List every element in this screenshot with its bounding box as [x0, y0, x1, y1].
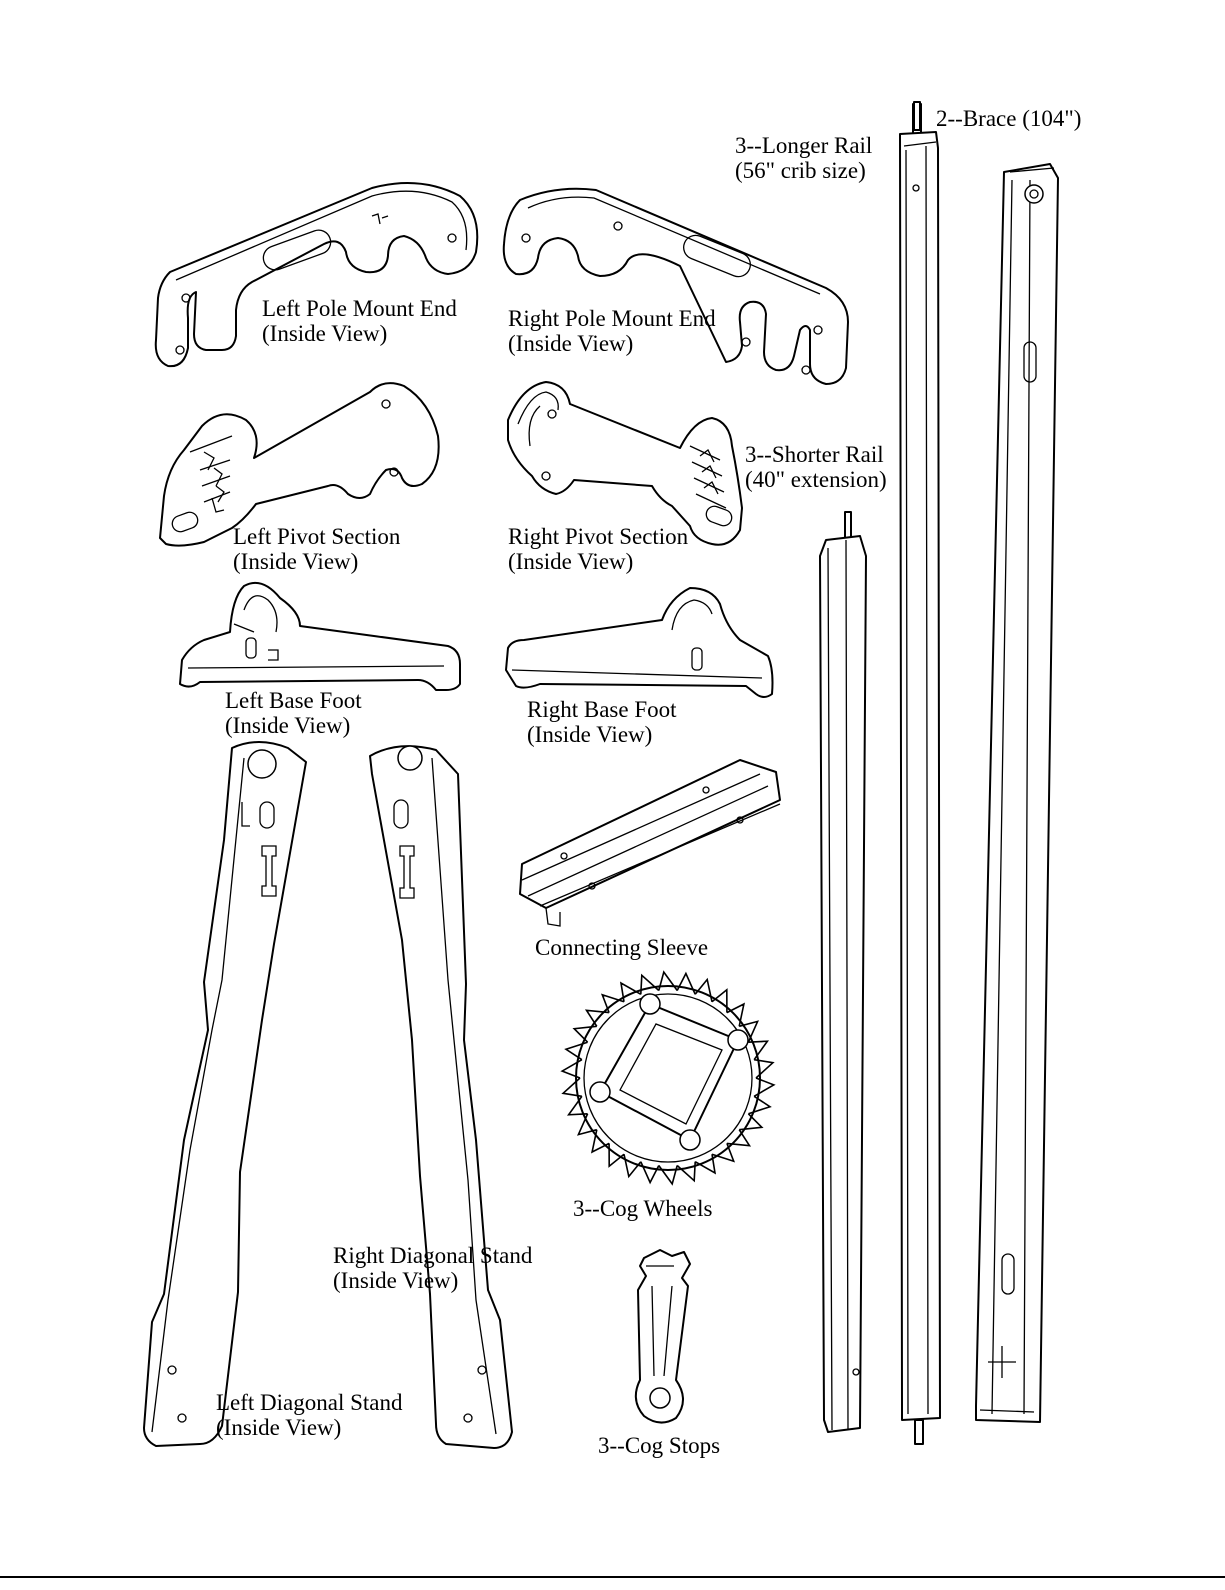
connecting-sleeve-part	[519, 759, 781, 927]
shorter-rail-label: 3--Shorter Rail(40" extension)	[745, 442, 887, 492]
right-diagonal-stand-label: Right Diagonal Stand(Inside View)	[333, 1243, 533, 1293]
brace-part	[975, 163, 1059, 1423]
left-pole-mount-label: Left Pole Mount End(Inside View)	[262, 296, 457, 346]
left-base-foot-label: Left Base Foot(Inside View)	[225, 688, 362, 738]
cog-wheel-part	[560, 970, 776, 1186]
right-pivot-section-part	[507, 381, 743, 546]
longer-rail-label: 3--Longer Rail(56" crib size)	[735, 133, 873, 183]
right-base-foot-part	[505, 587, 774, 698]
bottom-border-line	[0, 1576, 1225, 1578]
right-diagonal-stand-part	[369, 745, 513, 1449]
right-pole-mount-label: Right Pole Mount End(Inside View)	[508, 306, 716, 356]
right-pivot-label: Right Pivot Section(Inside View)	[508, 524, 689, 574]
left-pivot-section-part	[159, 382, 440, 547]
left-pivot-label: Left Pivot Section(Inside View)	[233, 524, 401, 574]
left-base-foot-part	[179, 582, 461, 691]
right-pole-mount-end-part	[502, 187, 849, 385]
brace-label: 2--Brace (104")	[936, 106, 1082, 131]
brace-label-marker	[913, 101, 921, 131]
cog-teeth	[560, 970, 776, 1186]
cog-wheels-label: 3--Cog Wheels	[573, 1196, 713, 1221]
cog-stops-label: 3--Cog Stops	[598, 1433, 721, 1458]
left-diagonal-stand-part	[143, 741, 307, 1447]
connecting-sleeve-label: Connecting Sleeve	[535, 935, 709, 960]
right-base-foot-label: Right Base Foot(Inside View)	[527, 697, 677, 747]
longer-rail-part	[899, 103, 941, 1445]
left-diagonal-stand-label: Left Diagonal Stand(Inside View)	[216, 1390, 403, 1440]
shorter-rail-part	[819, 511, 867, 1433]
left-pole-mount-end-part	[154, 182, 479, 368]
cog-stop-part	[634, 1249, 691, 1424]
